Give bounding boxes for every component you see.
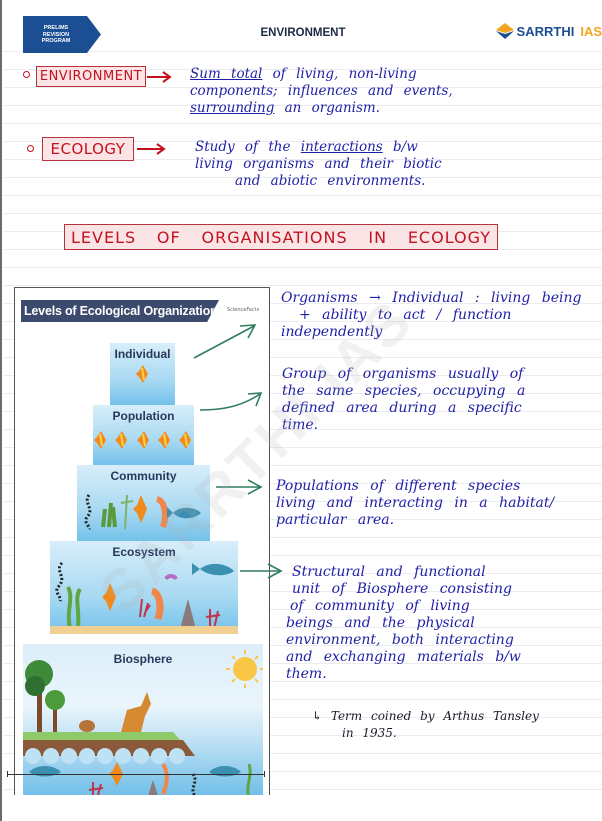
angelfish-icon bbox=[157, 431, 170, 449]
seabed-sand bbox=[50, 626, 238, 634]
def-text: Sum total bbox=[190, 66, 263, 82]
brand-name: SARRTHI bbox=[516, 23, 575, 39]
tier-label: Population bbox=[112, 409, 175, 423]
note-line: beings and the physical bbox=[286, 615, 475, 631]
green-arrow-icon bbox=[199, 392, 263, 411]
term-label: ECOLOGY bbox=[50, 140, 126, 158]
note-line: of community of living bbox=[290, 598, 470, 614]
community-organisms-icon bbox=[84, 494, 201, 531]
biosphere-scene-icon bbox=[23, 650, 263, 798]
cut-line bbox=[7, 771, 265, 777]
red-arrow-icon bbox=[147, 71, 172, 83]
tier-biosphere: Biosphere bbox=[23, 644, 263, 798]
angelfish-icon bbox=[94, 431, 107, 449]
note-line: the same species, occupying a bbox=[282, 383, 526, 399]
def-text: living organisms and their biotic bbox=[195, 156, 442, 172]
def-text: and abiotic environments. bbox=[235, 173, 426, 189]
bullet-icon bbox=[27, 145, 34, 152]
note-line: living and interacting in a habitat/ bbox=[276, 495, 555, 511]
badge-line-1: PRELIMS bbox=[43, 25, 69, 31]
heading-word: LEVELS bbox=[71, 227, 137, 247]
badge-line-3: PROGRAM bbox=[41, 38, 71, 44]
note-community: Populations of different species living … bbox=[276, 478, 602, 529]
brand-accent: IAS bbox=[580, 23, 602, 39]
angelfish-icon bbox=[136, 431, 149, 449]
note-line: time. bbox=[282, 417, 319, 433]
tier-label: Ecosystem bbox=[112, 545, 176, 559]
badge-line-2: REVISION bbox=[42, 31, 70, 38]
angelfish-icon bbox=[115, 431, 128, 449]
tier-individual: Individual bbox=[110, 343, 175, 405]
note-line: Structural and functional bbox=[292, 564, 486, 580]
environment-definition: Sum total of living, non-living componen… bbox=[190, 66, 490, 117]
note-line: defined area during a specific bbox=[282, 400, 522, 416]
ecology-definition: Study of the interactions b/w living org… bbox=[195, 139, 525, 190]
section-heading: LEVELS OF ORGANISATIONS IN ECOLOGY bbox=[64, 224, 498, 250]
note-ecosystem: Structural and functional unit of Biosph… bbox=[286, 564, 602, 683]
note-line: + ability to act / function bbox=[299, 307, 512, 323]
angelfish-icon bbox=[178, 431, 191, 449]
tier-ecosystem: Ecosystem bbox=[50, 541, 238, 634]
green-arrow-icon bbox=[240, 563, 283, 579]
note-line: them. bbox=[286, 666, 327, 682]
page-bottom-margin bbox=[4, 795, 602, 821]
note-line: Populations of different species bbox=[276, 478, 521, 494]
angelfish-icon bbox=[135, 365, 148, 383]
footnote-tansley: ↳ Term coined by Arthus Tansley in 1935. bbox=[312, 708, 539, 742]
ecosystem-scene-icon bbox=[55, 561, 234, 630]
green-arrow-icon bbox=[193, 324, 257, 359]
term-ecology: ECOLOGY bbox=[42, 137, 134, 161]
note-line: unit of Biosphere consisting bbox=[292, 581, 512, 597]
heading-word: OF bbox=[156, 227, 181, 247]
figure-title: Levels of Ecological Organization bbox=[21, 300, 219, 322]
heading-word: ORGANISATIONS bbox=[201, 227, 348, 247]
red-arrow-icon bbox=[137, 143, 166, 155]
prelims-revision-badge: PRELIMS REVISION PROGRAM bbox=[23, 16, 101, 53]
def-text: b/w bbox=[382, 139, 418, 155]
green-arrow-icon bbox=[216, 479, 263, 495]
def-text: Study of the bbox=[195, 139, 301, 155]
note-line: particular area. bbox=[276, 512, 395, 528]
note-line: and exchanging materials b/w bbox=[286, 649, 521, 665]
note-line: Organisms → Individual : living being bbox=[281, 290, 582, 306]
def-text: an organism. bbox=[274, 100, 380, 116]
figure-source-logo: ScienceFacts bbox=[227, 307, 260, 313]
tier-label: Community bbox=[110, 469, 177, 483]
note-population: Group of organisms usually of the same s… bbox=[282, 366, 602, 434]
page-title: ENVIRONMENT bbox=[260, 27, 346, 39]
def-text: of living, non-living bbox=[262, 66, 417, 82]
bullet-icon bbox=[23, 71, 30, 78]
footnote-line: in 1935. bbox=[342, 726, 397, 740]
term-environment: ENVIRONMENT bbox=[36, 66, 146, 87]
brand-logo: SARRTHI IAS bbox=[495, 22, 602, 40]
def-text: surrounding bbox=[190, 100, 275, 116]
page-header: PRELIMS REVISION PROGRAM ENVIRONMENT SAR… bbox=[2, 0, 602, 53]
note-individual: Organisms → Individual : living being + … bbox=[281, 290, 602, 341]
tier-label: Biosphere bbox=[113, 652, 173, 666]
tier-community: Community bbox=[77, 465, 210, 541]
note-line: environment, both interacting bbox=[286, 632, 514, 648]
tier-label: Individual bbox=[114, 347, 171, 361]
ecological-organization-figure: Levels of Ecological Organization Scienc… bbox=[14, 287, 270, 798]
note-line: independently bbox=[281, 324, 383, 340]
note-line: Group of organisms usually of bbox=[282, 366, 524, 382]
footnote-line: ↳ Term coined by Arthus Tansley bbox=[312, 709, 539, 723]
term-label: ENVIRONMENT bbox=[39, 69, 143, 84]
heading-word: ECOLOGY bbox=[407, 227, 491, 247]
heading-word: IN bbox=[368, 227, 388, 247]
tier-population: Population bbox=[93, 405, 194, 465]
def-text: interactions bbox=[300, 139, 383, 155]
brand-diamond-icon bbox=[495, 23, 514, 39]
def-text: components; influences and events, bbox=[190, 83, 453, 99]
